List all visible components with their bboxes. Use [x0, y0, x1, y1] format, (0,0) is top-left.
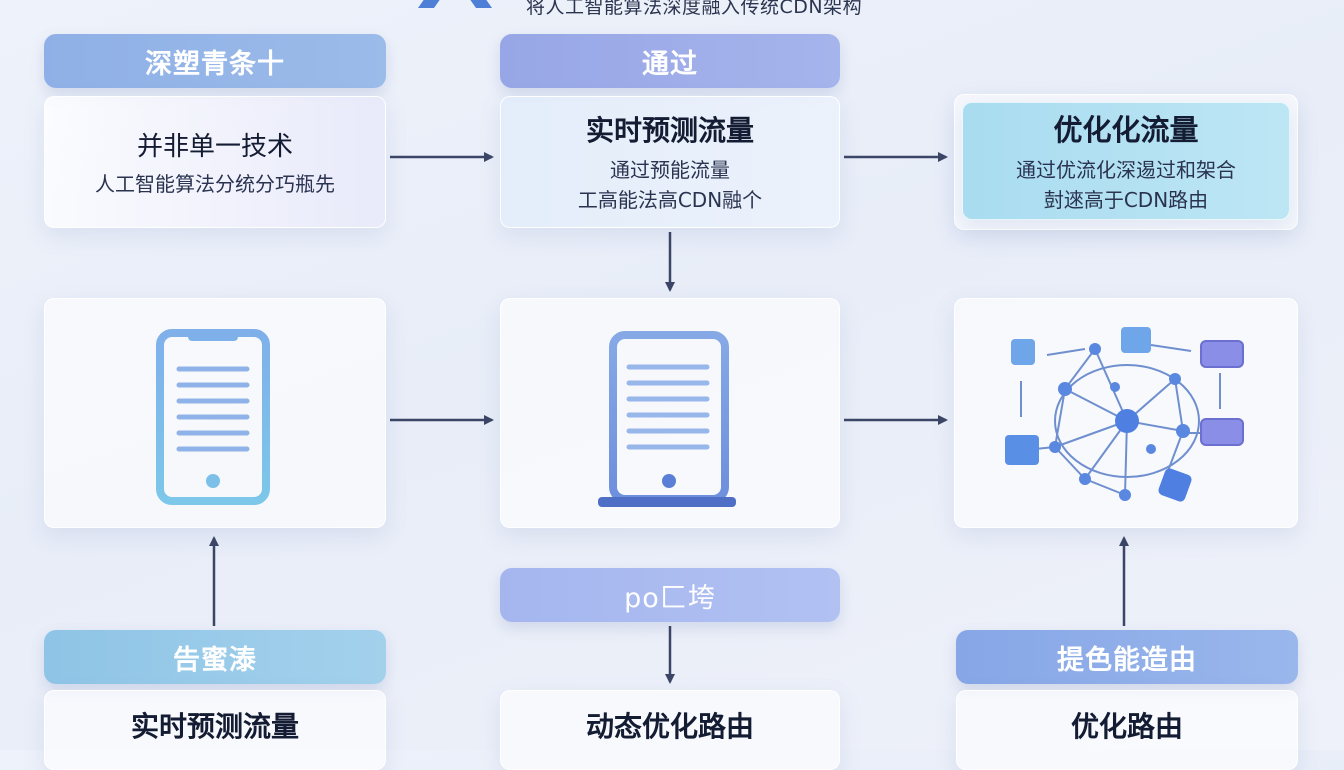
right-top-card-line1: 通过优流化深逷过和架合	[1016, 158, 1236, 182]
middle-top-label: 通过	[500, 34, 840, 88]
network-graph-icon	[1005, 327, 1244, 502]
phone-document-icon	[598, 331, 736, 507]
left-top-card-line1: 人工智能算法分统分巧瓶先	[95, 171, 335, 196]
left-top-label: 深塑青条十	[44, 34, 386, 88]
middle-top-card: 实时预测流量 通过预能流量 工高能法高CDN融个	[500, 96, 840, 228]
left-bottom-label: 告蜜溙	[44, 630, 386, 684]
middle-icon-card	[500, 298, 840, 528]
logo-fragment-icon	[418, 0, 492, 8]
phone-document-icon	[156, 329, 270, 505]
right-bottom-label: 提色能造由	[956, 630, 1298, 684]
right-top-card: 优化化流量 通过优流化深逷过和架合 尌逨高于CDN路由	[962, 102, 1290, 220]
right-icon-card	[954, 298, 1298, 528]
middle-bottom-label: po匚垮	[500, 568, 840, 622]
right-top-card-title: 优化化流量	[1053, 113, 1199, 147]
left-top-card: 并非单一技术 人工智能算法分统分巧瓶先	[44, 96, 386, 228]
diagram-subtitle: 将人工智能算法深度融入传统CDN架构	[526, 0, 863, 18]
right-top-card-line2: 尌逨高于CDN路由	[1043, 188, 1209, 212]
flow-arrows	[209, 152, 1129, 684]
middle-top-card-title: 实时预测流量	[585, 114, 754, 147]
middle-top-card-line2: 工高能法高CDN融个	[577, 188, 763, 212]
left-top-card-title: 并非单一技术	[136, 131, 293, 162]
middle-bottom-card-title: 动态优化路由	[585, 710, 754, 743]
left-icon-card	[44, 298, 386, 528]
left-bottom-card-title: 实时预测流量	[130, 710, 299, 743]
right-bottom-card-title: 优化路由	[1070, 710, 1183, 743]
middle-top-card-line1: 通过预能流量	[610, 158, 730, 182]
